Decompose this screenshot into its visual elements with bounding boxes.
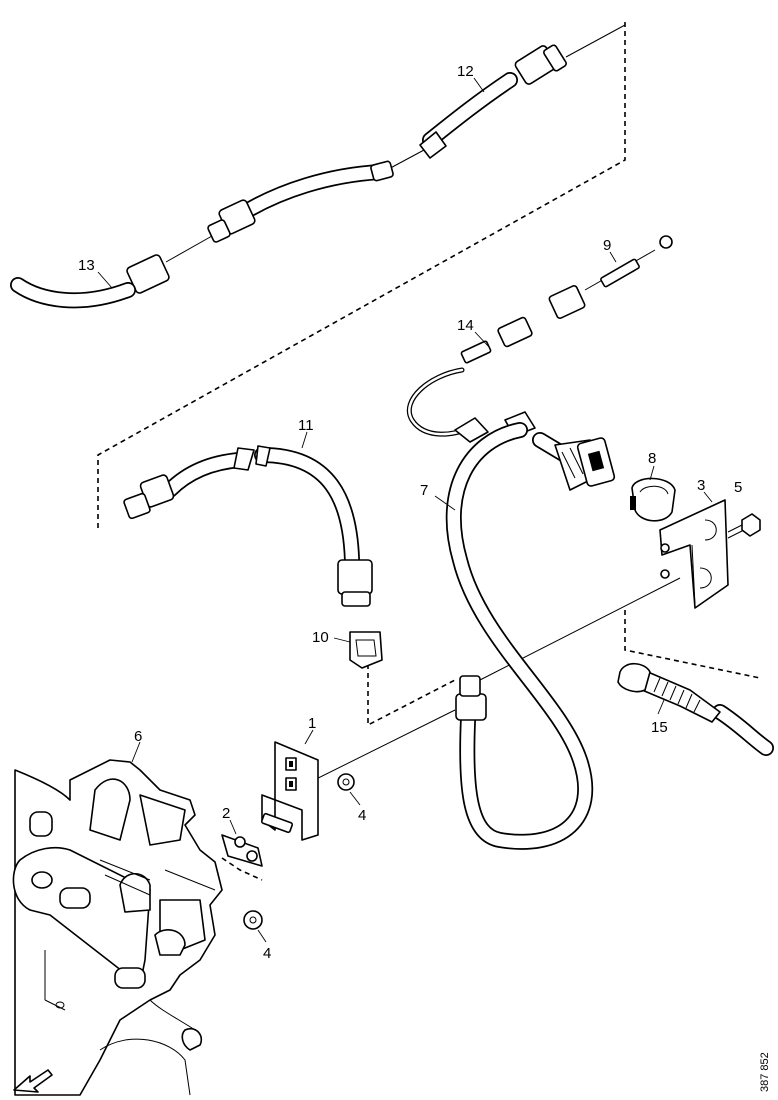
label-part-4-upper: 4 — [358, 807, 366, 824]
label-part-8: 8 — [648, 450, 656, 467]
bolt-5 — [727, 513, 761, 537]
hose-11 — [123, 445, 373, 607]
nut-4-lower — [243, 910, 263, 930]
cable-14-connector-9 — [407, 235, 673, 443]
hose-7 — [445, 422, 594, 850]
hose-13 — [10, 160, 394, 309]
bracket-1 — [261, 741, 319, 841]
label-part-15: 15 — [651, 719, 668, 736]
clamp-8 — [630, 477, 676, 522]
label-part-10: 10 — [312, 629, 329, 646]
label-part-4-lower: 4 — [263, 945, 271, 962]
hose-12 — [382, 44, 567, 173]
label-part-9: 9 — [603, 237, 611, 254]
pedal-box-6 — [12, 759, 223, 1096]
label-part-12: 12 — [457, 63, 474, 80]
grommet-connector — [554, 437, 616, 491]
label-part-3: 3 — [697, 477, 705, 494]
reference-code: 387 852 — [759, 1052, 771, 1092]
part-labels: 12 13 9 14 11 7 8 3 5 10 1 6 2 4 4 15 — [78, 63, 742, 962]
hose-15 — [617, 662, 774, 756]
leader-lines — [97, 77, 713, 943]
label-part-5: 5 — [734, 479, 742, 496]
label-part-11: 11 — [298, 417, 314, 434]
label-part-13: 13 — [78, 257, 95, 274]
bolt-2 — [221, 812, 294, 867]
label-part-2: 2 — [222, 805, 230, 822]
bracket-3 — [659, 499, 729, 609]
label-part-14: 14 — [457, 317, 474, 334]
nut-4-upper — [337, 773, 355, 791]
label-part-7: 7 — [420, 482, 428, 499]
label-part-1: 1 — [308, 715, 316, 732]
label-part-6: 6 — [134, 728, 142, 745]
direction-arrow-icon — [13, 1069, 53, 1093]
clip-10 — [349, 631, 383, 669]
